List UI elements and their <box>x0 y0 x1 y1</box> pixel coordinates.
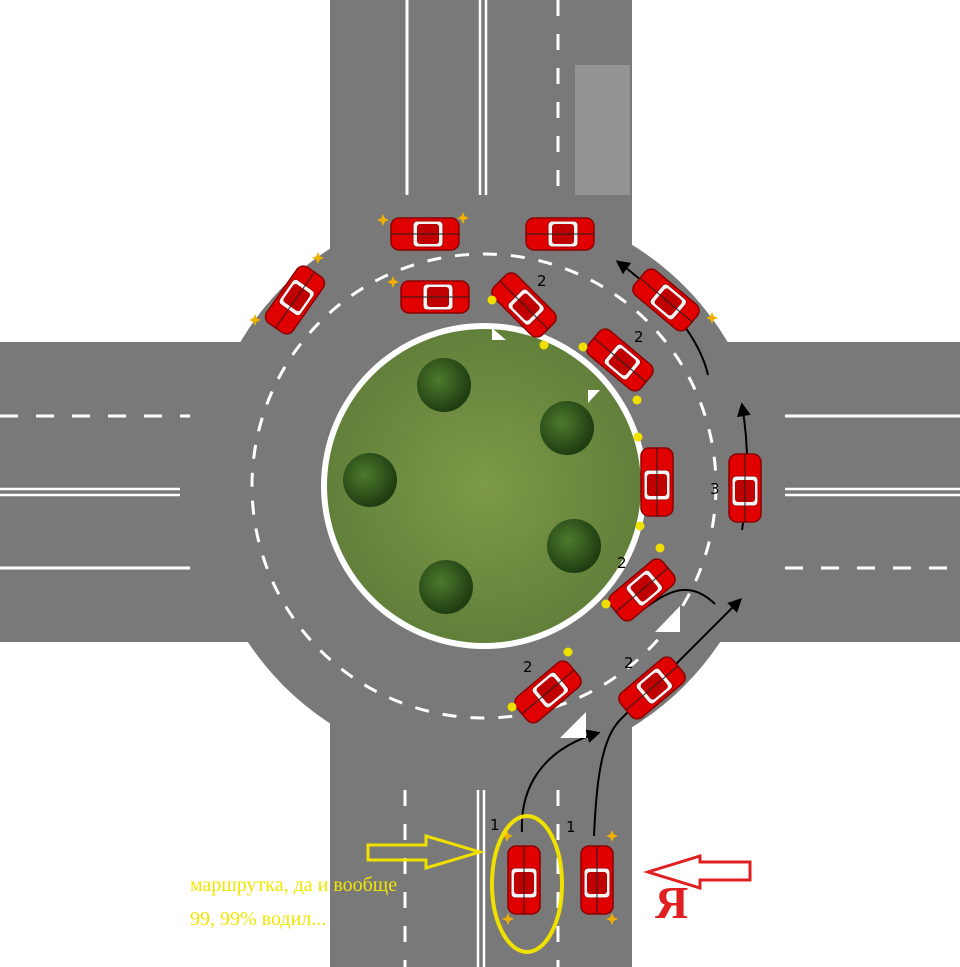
step-label: 1 <box>490 816 500 834</box>
step-label: 3 <box>710 480 720 498</box>
lane-separator-marks <box>492 328 680 738</box>
step-label: 2 <box>624 654 634 672</box>
step-label: 2 <box>537 272 547 290</box>
highlight-ellipse <box>490 814 564 954</box>
step-label: 2 <box>617 554 627 572</box>
caption-text: маршрутка, да и вообще 99, 99% водил... <box>190 874 398 930</box>
tree-icon <box>540 401 594 455</box>
car-icon <box>728 453 762 523</box>
step-label: 2 <box>634 328 644 346</box>
car-icon <box>390 217 460 251</box>
arrow-right-icon <box>366 833 486 871</box>
tree-icon <box>343 453 397 507</box>
central-island <box>321 323 647 649</box>
turn-signal-icon <box>249 212 718 925</box>
self-label: Я <box>655 877 689 928</box>
faded-car-ghost <box>575 65 630 195</box>
step-label: 1 <box>566 818 576 836</box>
car-icon <box>580 845 614 915</box>
step-labels: 1 1 2 2 2 3 2 2 <box>490 272 720 836</box>
arrow-left-icon <box>642 853 752 891</box>
car-icon <box>507 845 541 915</box>
car-icon <box>640 447 674 517</box>
car-icon <box>400 280 470 314</box>
tree-icon <box>419 560 473 614</box>
tree-icon <box>417 358 471 412</box>
tree-icon <box>547 519 601 573</box>
car-icon <box>525 217 595 251</box>
step-label: 2 <box>523 658 533 676</box>
